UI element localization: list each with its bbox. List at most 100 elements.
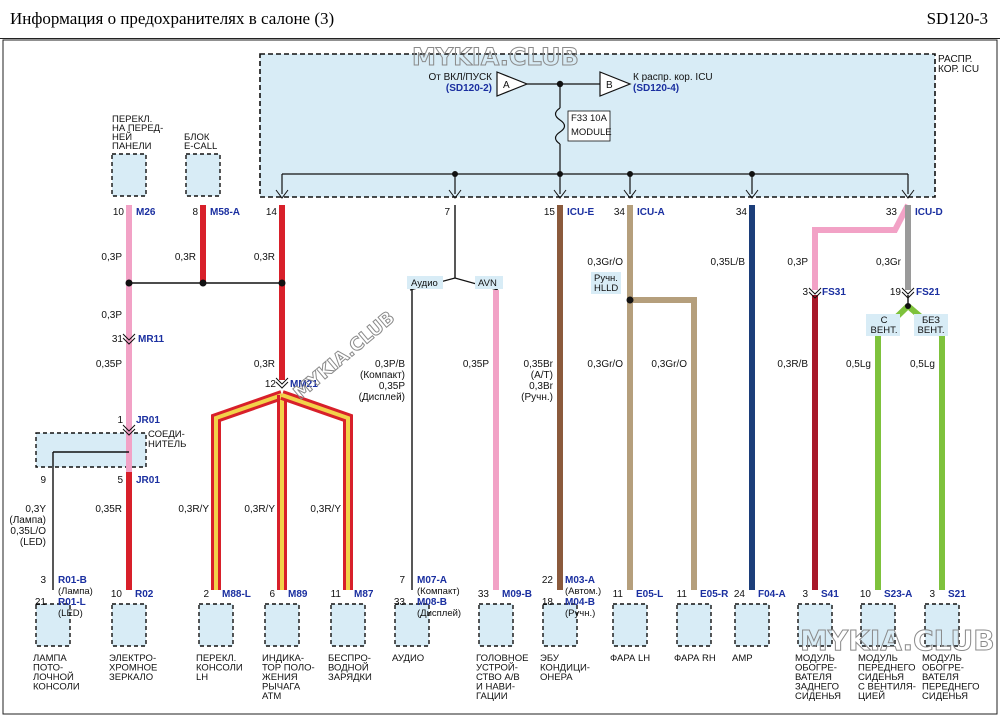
pin-7: 7: [444, 207, 450, 218]
input-a-label: От ВКЛ/ПУСК: [428, 72, 492, 83]
component-label: С ВЕНТИЛЯ-: [858, 682, 916, 693]
watermark: MYKIA.CLUB: [800, 624, 995, 657]
wire-label: 0,3Y: [25, 504, 46, 515]
component-pin: 24: [734, 589, 746, 600]
component-box: [478, 603, 514, 647]
component-box: [924, 603, 960, 647]
conn-jr01b: JR01: [136, 475, 160, 486]
pin-14: 14: [266, 207, 278, 218]
wire-label: 0,35L/O: [10, 526, 46, 537]
conn-icu-a: ICU-A: [637, 207, 665, 218]
wire-label: (Ручн.): [521, 392, 553, 403]
watermark: MYKIA.CLUB: [412, 43, 579, 71]
component-label: ИНДИКА-: [262, 653, 304, 664]
page-title: Информация о предохранителях в салоне (3…: [10, 9, 335, 28]
conn-icu-d: ICU-D: [915, 207, 943, 218]
component-connector: E05-L: [636, 589, 663, 600]
pin-34b: 34: [736, 207, 748, 218]
component-pin: 11: [331, 589, 342, 600]
component-label: ВОДНОЙ: [328, 662, 369, 674]
ecall-line2: E-CALL: [184, 141, 217, 152]
wire-label: 0,35P: [379, 381, 405, 392]
component-connector: M08-B: [417, 597, 447, 608]
wire-label: (Компакт): [360, 370, 405, 381]
wire-pink-fs31: [812, 203, 911, 290]
component-connector: E05-R: [700, 589, 729, 600]
component-label: ВАТЕЛЯ: [922, 672, 959, 683]
conn-m26: M26: [136, 207, 156, 218]
conn-m58: M58-A: [210, 207, 240, 218]
conn-mm21: MM21: [290, 379, 318, 390]
wire-label: 0,3R: [254, 359, 275, 370]
component-connector: M87: [354, 589, 374, 600]
component-label: ГОЛОВНОЕ: [476, 653, 528, 664]
wire-label: 0,35L/B: [711, 257, 746, 268]
component-pin: 22: [542, 575, 554, 586]
component-box: [198, 603, 234, 647]
fuse-icon: [554, 107, 566, 145]
component-pin: 18: [542, 597, 554, 608]
switch-line4: ПАНЕЛИ: [112, 141, 152, 152]
wire-label: 0,3R/Y: [310, 504, 341, 515]
wire-label: 0,3Gr/O: [651, 359, 687, 370]
fs21-chevron-icon: [901, 287, 915, 299]
jb-label-line2: КОР. ICU: [938, 64, 979, 75]
component-pin: 33: [394, 597, 406, 608]
wire-label: 0,3P: [101, 310, 122, 321]
conn-fs31: FS31: [822, 287, 846, 298]
component-note: (Автом.): [565, 586, 601, 597]
pin-mm21: 12: [265, 379, 277, 390]
component-label: СИДЕНЬЯ: [858, 672, 904, 683]
component-label: ЗАРЯДКИ: [328, 672, 372, 683]
front-panel-switch: ПЕРЕКЛ. НА ПЕРЕД- НЕЙ ПАНЕЛИ: [111, 114, 163, 197]
wire-tan-rh: [630, 297, 697, 590]
mm21-chevron-icon: [275, 377, 289, 389]
component-label: ОБОГРЕ-: [922, 663, 964, 674]
component-label: ЛОЧНОЙ: [33, 671, 74, 683]
component-label: БЕСПРО-: [328, 653, 371, 664]
component-label: МОДУЛЬ: [795, 653, 835, 664]
conn-icu-e: ICU-E: [567, 207, 595, 218]
component-pin: 11: [677, 589, 688, 600]
component-box: [35, 603, 71, 647]
component-label: ЭБУ: [540, 653, 560, 664]
conn-jr01a: JR01: [136, 415, 160, 426]
input-a-ref: (SD120-2): [446, 83, 492, 94]
wire-label: 0,5Lg: [910, 359, 935, 370]
component-label: МОДУЛЬ: [858, 653, 898, 664]
component-connector: R01-L: [58, 597, 86, 608]
splice-dot: [626, 296, 634, 304]
component-label: СИДЕНЬЯ: [922, 691, 968, 702]
jr01-chevron-icon: [122, 424, 136, 436]
wire-label: 0,3R/Y: [244, 504, 275, 515]
component-label: ЦИЕЙ: [858, 690, 885, 702]
diagram-border: [2, 39, 998, 715]
branch-avn: AVN: [478, 278, 497, 289]
fuse-f33: F33 10A MODULE: [554, 107, 612, 145]
component-box: [264, 603, 300, 647]
branch-vent-2: ВЕНТ.: [871, 325, 898, 336]
pin-15: 15: [544, 207, 556, 218]
conn-mr11: MR11: [138, 334, 165, 345]
splice-dot: [125, 279, 133, 287]
component-label: СИДЕНЬЯ: [795, 691, 841, 702]
component-label: КОНДИЦИ-: [540, 663, 590, 674]
wires: [52, 203, 945, 590]
pin-mr11: 31: [112, 334, 124, 345]
component-label: АТМ: [262, 691, 281, 702]
component-connector: S23-A: [884, 589, 912, 600]
joint-label-1: СОЕДИ-: [148, 429, 185, 440]
component-connector: M07-A: [417, 575, 447, 586]
component-label: ЭЛЕКТРО-: [109, 653, 156, 664]
component-label: ФАРА RH: [674, 653, 716, 664]
pin-m26: 10: [113, 207, 125, 218]
component-note: (Лампа): [58, 586, 93, 597]
component-box: [330, 603, 366, 647]
component-label: ПЕРЕДНЕГО: [922, 682, 979, 693]
output-b-label: К распр. кор. ICU: [633, 72, 713, 83]
wire-label: 0,3P/B: [375, 359, 405, 370]
component-label: СТВО А/В: [476, 672, 520, 683]
component-pin: 11: [613, 589, 624, 600]
splice-dot: [905, 303, 911, 309]
component-pin: 10: [111, 589, 123, 600]
